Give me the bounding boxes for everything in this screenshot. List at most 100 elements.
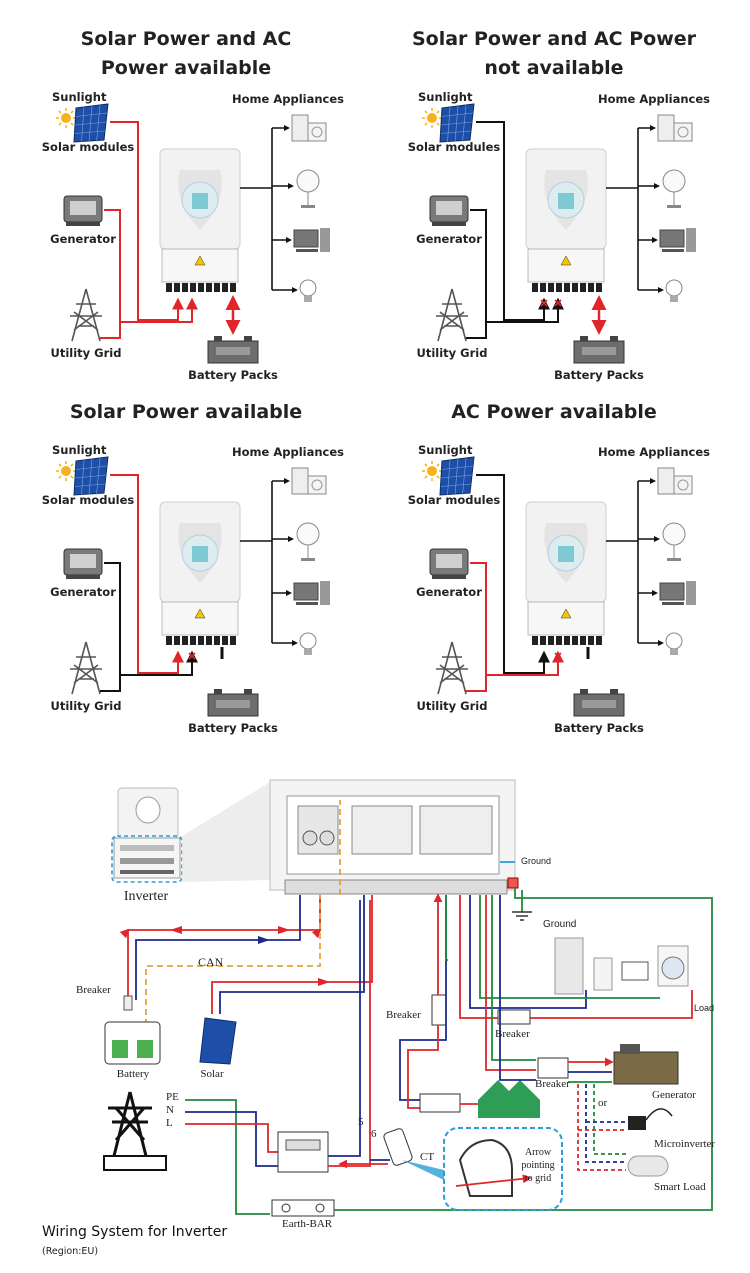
fridge-icon xyxy=(657,114,693,142)
computer-icon xyxy=(293,581,330,605)
battery-icon xyxy=(104,995,161,1065)
ground-mid-label: Ground xyxy=(543,919,577,930)
breaker-gen-label: Breaker xyxy=(535,1078,570,1090)
fan-icon xyxy=(296,169,320,208)
home-appliances-label: Home Appliances xyxy=(598,92,710,106)
solar-modules-label: Solar modules xyxy=(41,493,135,507)
blocked-x-icon xyxy=(188,652,196,660)
computer-icon xyxy=(659,228,696,252)
solar-label: Solar xyxy=(200,1068,224,1080)
microinverter-icon xyxy=(628,1108,673,1130)
generator-icon xyxy=(429,195,469,226)
solar-modules-label: Solar modules xyxy=(407,493,501,507)
footer-region: (Region:EU) xyxy=(42,1246,99,1257)
utility-pylon-icon xyxy=(436,288,468,342)
load-label: Load xyxy=(694,1003,715,1013)
pe-label: PE xyxy=(166,1091,179,1103)
solar-panel-icon xyxy=(73,456,109,496)
earth-bar-icon xyxy=(271,1199,335,1217)
battery-packs-label: Battery Packs xyxy=(554,721,644,735)
bulb-icon xyxy=(299,279,317,302)
grid-breaker-icon xyxy=(431,994,447,1026)
inverter-icon xyxy=(159,501,241,645)
panel-graphic xyxy=(56,103,330,364)
sun-icon xyxy=(56,108,76,128)
sunlight-label: Sunlight xyxy=(418,90,473,104)
ground-top-label: Ground xyxy=(521,856,552,866)
blocked-x-icon xyxy=(554,299,562,307)
fan-icon xyxy=(296,522,320,561)
smart-load-label: Smart Load xyxy=(654,1181,706,1193)
battery-pack-icon xyxy=(207,336,259,364)
generator-icon xyxy=(63,195,103,226)
bulb-icon xyxy=(299,632,317,655)
utility-grid-label: Utility Grid xyxy=(416,699,488,713)
computer-icon xyxy=(659,581,696,605)
microinverter-label: Microinverter xyxy=(654,1138,716,1150)
fridge-icon xyxy=(657,467,693,495)
panel-title-line1: Solar Power available xyxy=(69,401,303,423)
sunlight-label: Sunlight xyxy=(52,90,107,104)
bulb-icon xyxy=(665,632,683,655)
generator-label: Generator xyxy=(416,232,482,246)
fridge-icon xyxy=(291,467,327,495)
ct-label: CT xyxy=(420,1151,435,1163)
sunlight-label: Sunlight xyxy=(418,443,473,457)
utility-pylon-icon xyxy=(103,1091,167,1171)
solar-panel-icon xyxy=(199,1017,237,1065)
panel-title-line2: not available xyxy=(484,57,624,79)
panel-title: Solar Power available xyxy=(36,398,336,427)
wire-number-6: 6 xyxy=(371,1128,377,1140)
inverter-icon xyxy=(525,148,607,292)
battery-pack-icon xyxy=(207,689,259,717)
battery-pack-icon xyxy=(573,689,625,717)
battery-packs-label: Battery Packs xyxy=(188,368,278,382)
generator-label: Generator xyxy=(50,585,116,599)
battery-pack-icon xyxy=(573,336,625,364)
blocked-x-icon xyxy=(540,299,548,307)
generator-label: Generator xyxy=(50,232,116,246)
solar-panel-icon xyxy=(439,456,475,496)
sunlight-label: Sunlight xyxy=(52,443,107,457)
generator-icon xyxy=(429,548,469,579)
inverter-label: Inverter xyxy=(123,889,169,904)
fan-icon xyxy=(662,522,686,561)
bulb-icon xyxy=(665,279,683,302)
ct-clamp-icon xyxy=(383,1128,413,1166)
inverter-icon xyxy=(159,148,241,292)
panel-title-line2: Power available xyxy=(100,57,272,79)
breaker-left-label: Breaker xyxy=(76,984,111,996)
home-appliances-label: Home Appliances xyxy=(598,445,710,459)
panel-title-line1: AC Power available xyxy=(451,401,657,423)
utility-grid-label: Utility Grid xyxy=(50,699,122,713)
solar-modules-label: Solar modules xyxy=(41,140,135,154)
generator-icon xyxy=(63,548,103,579)
utility-grid-label: Utility Grid xyxy=(50,346,122,360)
panel-graphic xyxy=(56,456,330,717)
home-appliances-label: Home Appliances xyxy=(232,92,344,106)
or-label: or xyxy=(598,1097,608,1109)
breaker-load-label: Breaker xyxy=(495,1028,530,1040)
panel-graphic xyxy=(422,103,696,364)
terminal-box xyxy=(269,779,519,895)
sun-icon xyxy=(56,461,76,481)
sun-icon xyxy=(422,461,442,481)
generator-icon xyxy=(613,1044,679,1085)
zoom-funnel xyxy=(182,782,270,882)
fridge-icon xyxy=(291,114,327,142)
battery-label: Battery xyxy=(116,1068,150,1080)
battery-packs-label: Battery Packs xyxy=(554,368,644,382)
generator-breaker-icon xyxy=(537,1057,569,1079)
panel-title: AC Power available xyxy=(404,398,704,427)
generator-label: Generator xyxy=(652,1089,696,1101)
home-appliances-label: Home Appliances xyxy=(232,445,344,459)
solar-panel-icon xyxy=(439,103,475,143)
